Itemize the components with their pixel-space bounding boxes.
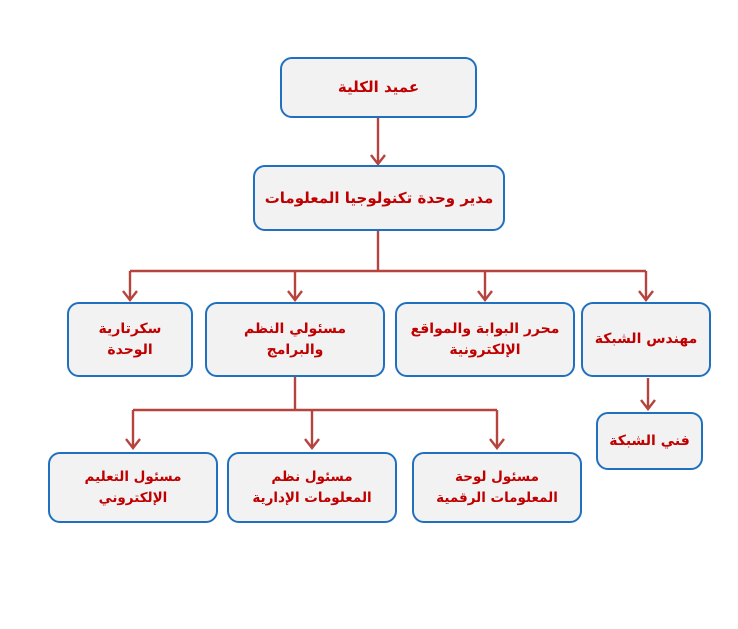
- org-node-secretary-label: سكرتارية الوحدة: [98, 320, 162, 358]
- org-node-systems-label: مسئولي النظم والبرامج: [243, 320, 347, 358]
- org-node-network-technician-label: فني الشبكة: [609, 432, 690, 449]
- org-node-portal-label: محرر البوابة والمواقع الإلكترونية: [410, 320, 560, 358]
- connector-systems-level4: [125, 377, 505, 450]
- org-node-portal: محرر البوابة والمواقع الإلكترونية: [395, 302, 575, 377]
- org-node-director-label: مدير وحدة تكنولوجيا المعلومات: [264, 188, 494, 207]
- org-node-dean-label: عميد الكلية: [337, 78, 420, 97]
- org-node-mis-label: مسئول نظم المعلومات الإدارية: [252, 469, 372, 506]
- org-node-secretary: سكرتارية الوحدة: [67, 302, 193, 377]
- org-node-elearning: مسئول التعليم الإلكتروني: [48, 452, 218, 523]
- connector-dean-director: [370, 118, 386, 166]
- org-node-network-engineer: مهندس الشبكة: [581, 302, 711, 377]
- connector-engineer-technician: [640, 378, 656, 411]
- org-node-elearning-label: مسئول التعليم الإلكتروني: [84, 469, 182, 506]
- org-node-dashboard-label: مسئول لوحة المعلومات الرقمية: [436, 469, 558, 506]
- connector-director-level3: [122, 231, 654, 302]
- org-node-mis: مسئول نظم المعلومات الإدارية: [227, 452, 397, 523]
- org-node-network-engineer-label: مهندس الشبكة: [594, 331, 698, 347]
- org-node-dean: عميد الكلية: [280, 57, 477, 118]
- org-node-systems: مسئولي النظم والبرامج: [205, 302, 385, 377]
- org-node-director: مدير وحدة تكنولوجيا المعلومات: [253, 165, 505, 231]
- org-node-network-technician: فني الشبكة: [596, 412, 703, 470]
- org-node-dashboard: مسئول لوحة المعلومات الرقمية: [412, 452, 582, 523]
